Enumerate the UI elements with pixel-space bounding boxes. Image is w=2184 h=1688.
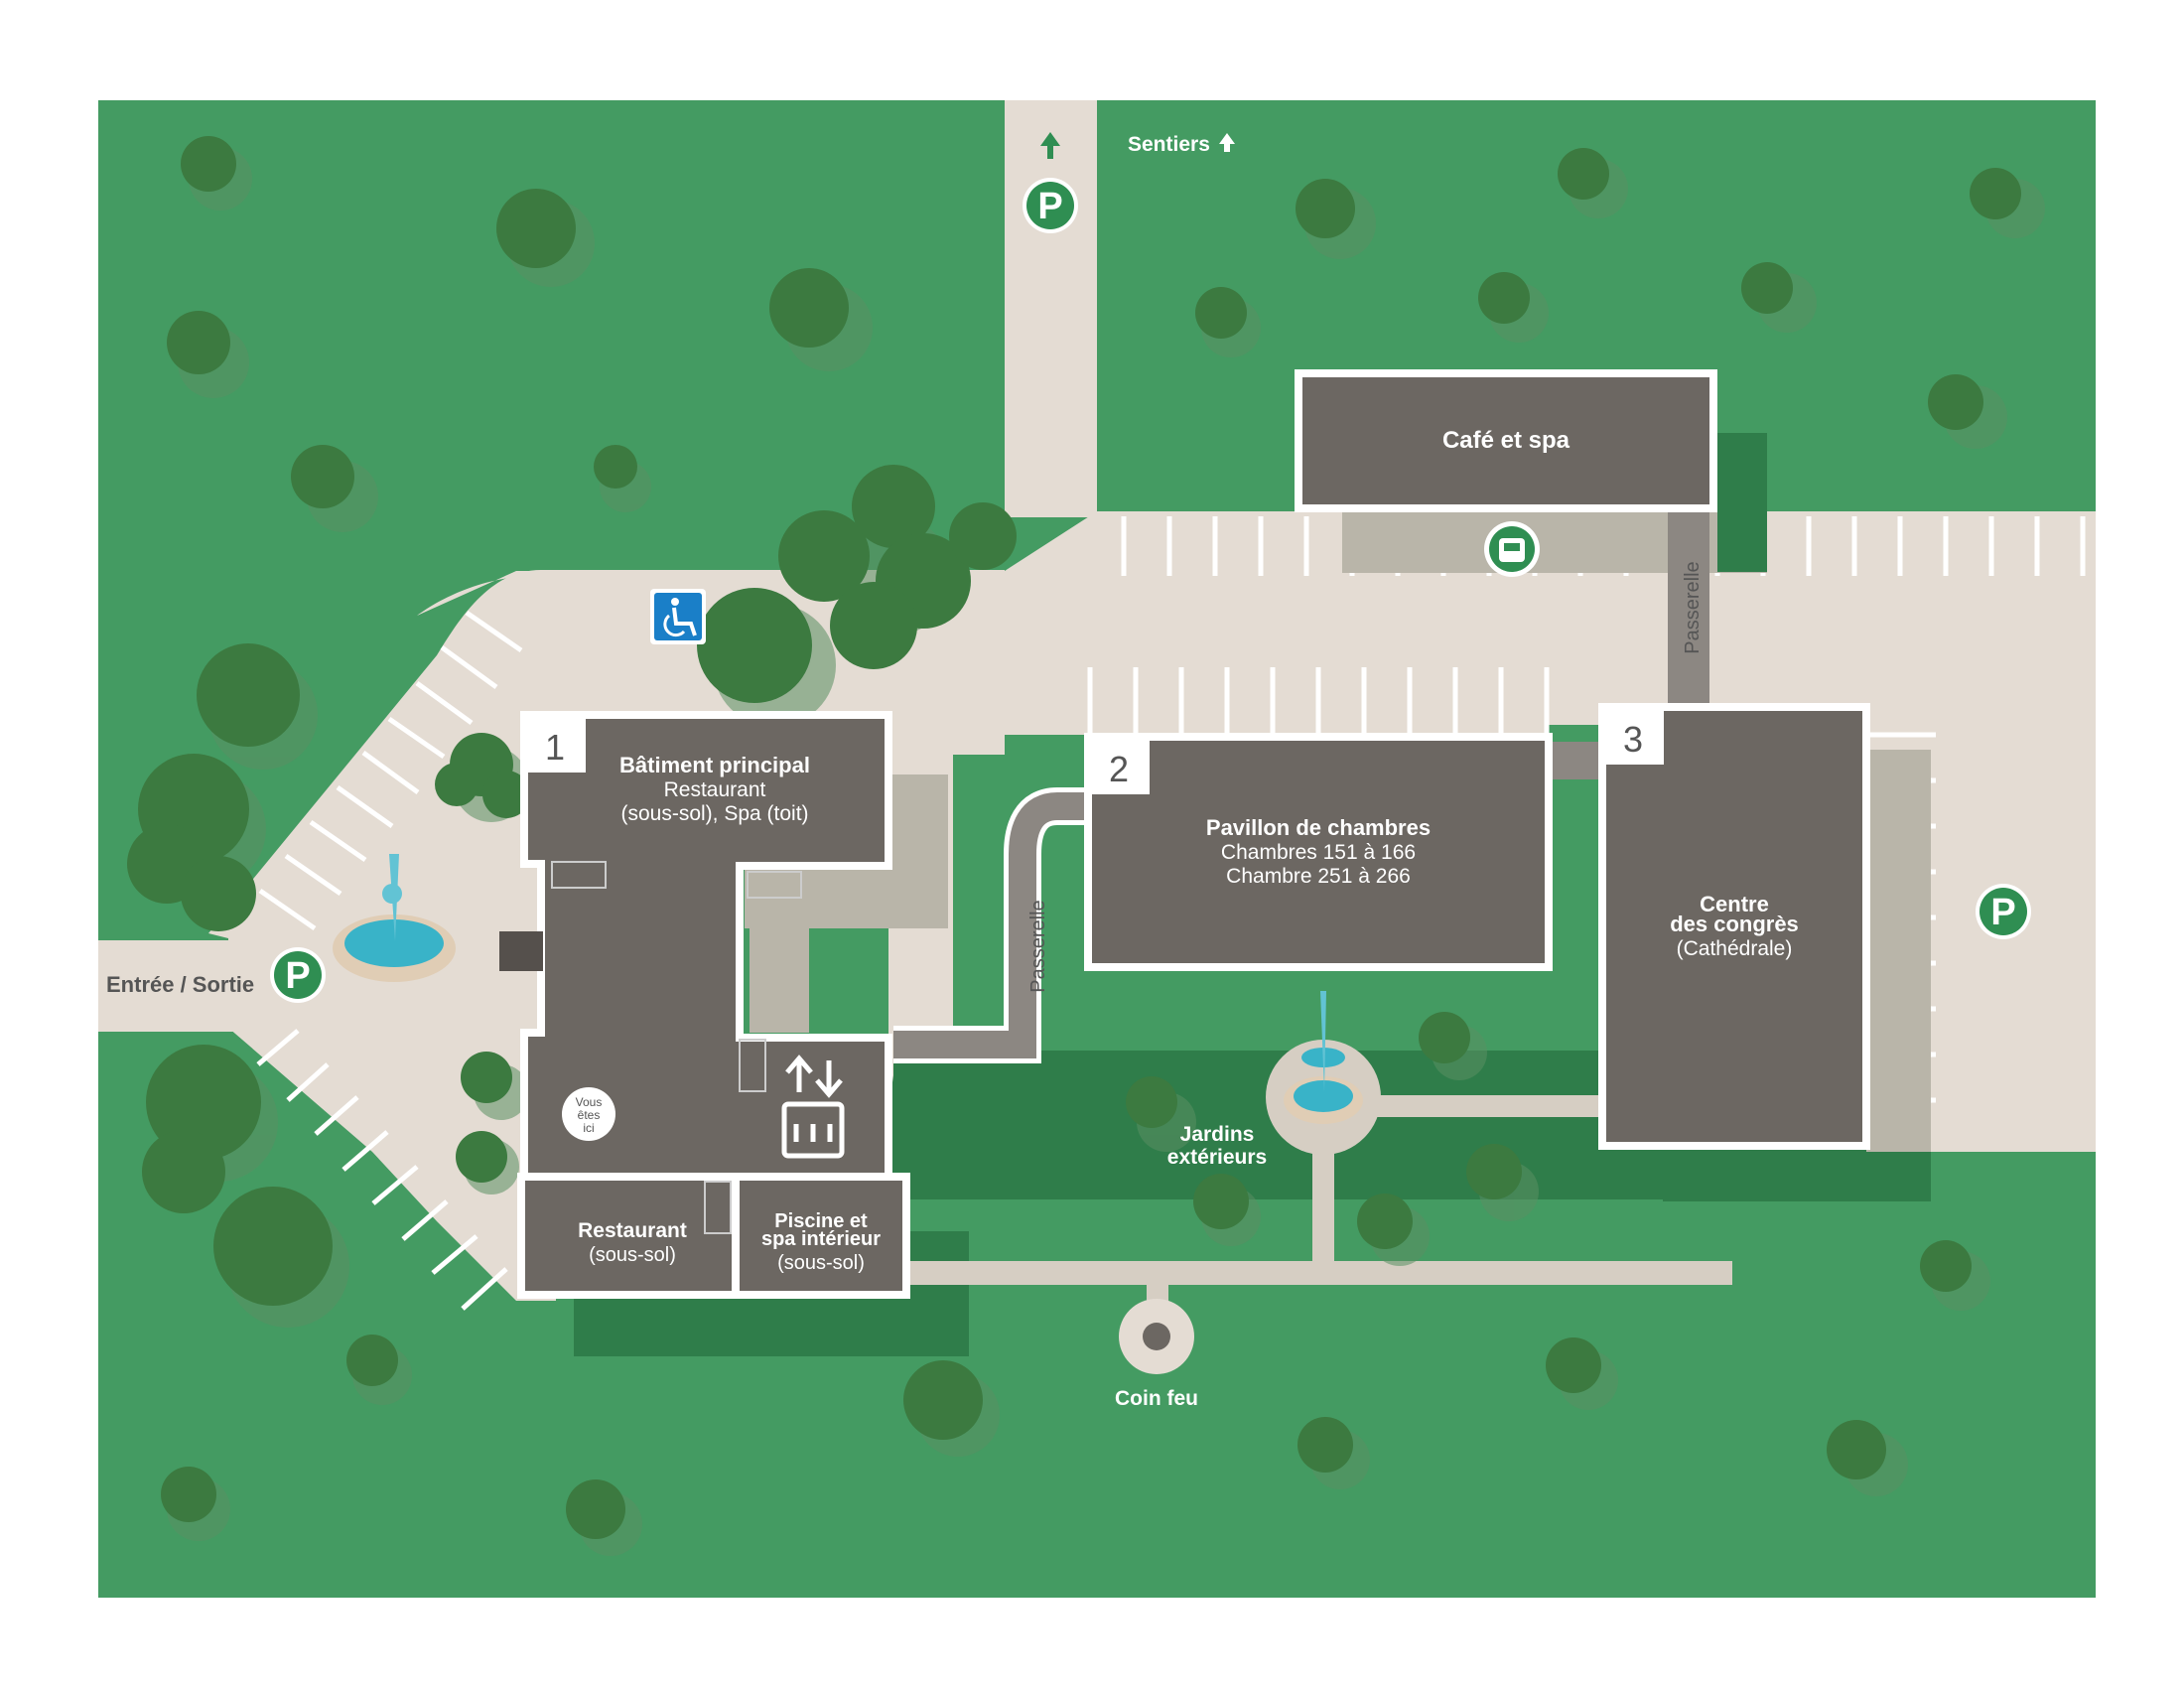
building-pavillon-line1: Chambres 151 à 166 [1221,841,1416,864]
coin-feu-label: Coin feu [1115,1387,1198,1410]
building-pavillon [1084,733,1553,971]
building-piscine [732,1173,910,1299]
building-centre [1598,703,1870,1150]
parking-stripes-middle [1087,667,1550,735]
building-shadow [1717,433,1767,572]
building-piscine-title2: spa intérieur [761,1228,881,1250]
building-pavillon-line2: Chambre 251 à 266 [1226,865,1411,888]
you-are-here-line3: ici [583,1121,594,1135]
building-3-number: 3 [1623,719,1643,760]
fountain-icon [333,854,1363,1124]
building-principal-title: Bâtiment principal [619,753,810,777]
walkway-passerelle-1 [1668,511,1709,705]
walkway-passerelle-2-inner [893,792,1087,1058]
jardins-label-2: extérieurs [1167,1146,1267,1169]
parking-east-label: P [1990,892,2015,933]
building-1-number: 1 [545,727,565,768]
building-piscine-line1: (sous-sol) [777,1252,865,1274]
building-number-tab [524,707,1664,794]
entrance-road [98,940,277,1032]
building-centre-line1: (Cathédrale) [1677,937,1793,960]
building-principal-line1: Restaurant [664,778,766,801]
building-restaurant-title: Restaurant [578,1219,687,1242]
parking-icon [270,178,2031,1003]
sentiers-label: Sentiers [1128,133,1210,156]
passerelle-label-2: Passerelle [1027,900,1049,992]
building-shadow [750,854,809,1033]
building-restaurant-line1: (sous-sol) [589,1244,676,1266]
parking-north-label: P [1037,186,1062,227]
wheelchair-icon [650,589,706,644]
stairs [499,861,802,1234]
building-restaurant [517,1173,740,1299]
walkway-connector [1549,742,1603,779]
entrance-plaza [208,570,1005,1301]
building-cafe [1295,369,1717,512]
north-road [1005,100,1097,517]
arrow-up-icon [1040,132,1060,159]
building-cafe-title: Café et spa [1442,427,1570,454]
building-centre-title1: Centre [1700,892,1769,916]
parking-stripes-left [256,610,523,1311]
passerelle-label-1: Passerelle [1682,561,1704,653]
building-pavillon-title: Pavillon de chambres [1206,815,1431,840]
building-shadow [1866,750,1931,1152]
you-are-here-marker [562,1087,615,1141]
garden-paths [893,1092,1732,1321]
parking-west-label: P [285,955,310,997]
elevator-icon [781,1055,845,1159]
ev-charging-icon [1484,521,1540,577]
you-are-here-line2: êtes [578,1108,601,1122]
building-centre-title2: des congrès [1670,912,1799,936]
tree-icon [127,136,2045,1556]
building-principal-line2: (sous-sol), Spa (toit) [620,802,808,825]
entree-sortie-label: Entrée / Sortie [106,972,254,997]
fire-pit-icon [1143,1323,1170,1350]
you-are-here-line1: Vous [576,1095,603,1109]
arrow-up-icon [1219,133,1235,152]
building-2-number: 2 [1109,749,1129,789]
building-piscine-title1: Piscine et [774,1210,868,1232]
jardins-label-1: Jardins [1180,1123,1255,1146]
